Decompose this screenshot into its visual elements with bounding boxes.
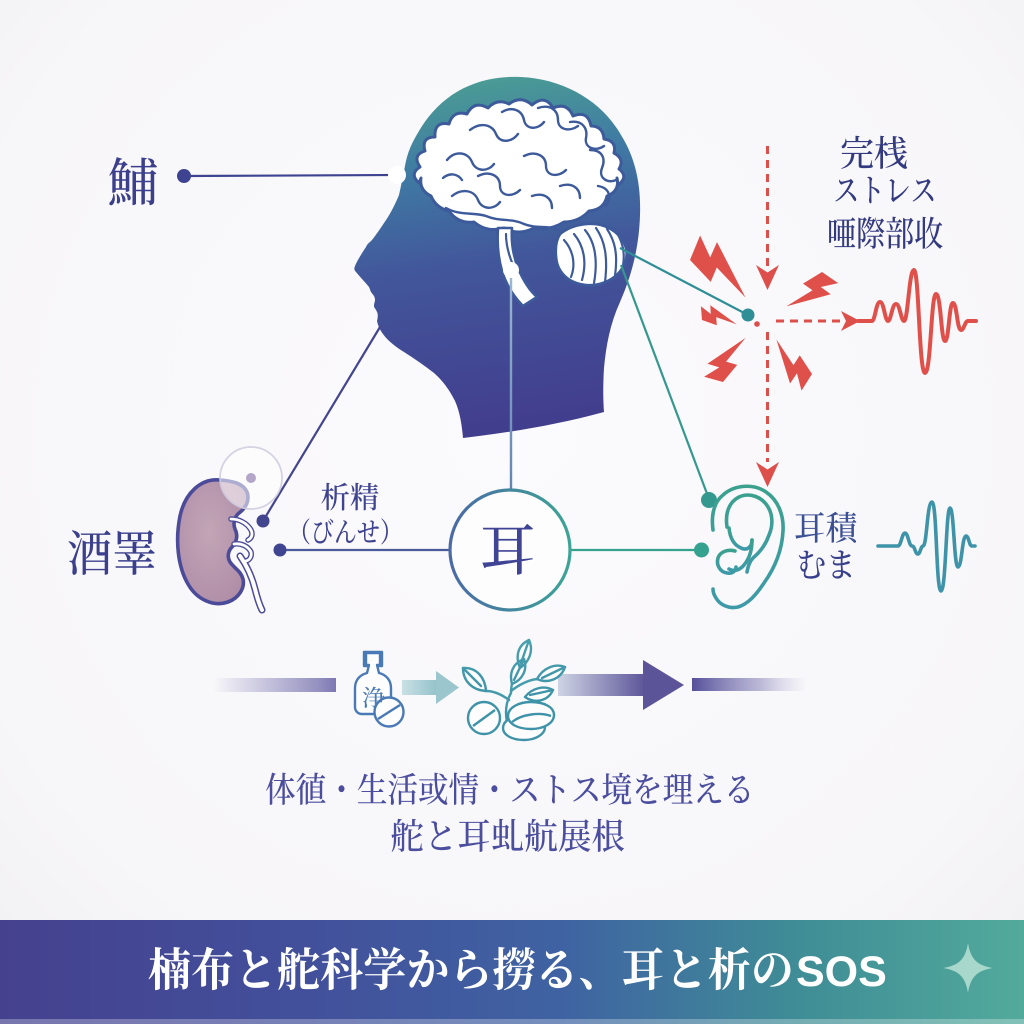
svg-text:SOS: SOS xyxy=(796,948,887,996)
